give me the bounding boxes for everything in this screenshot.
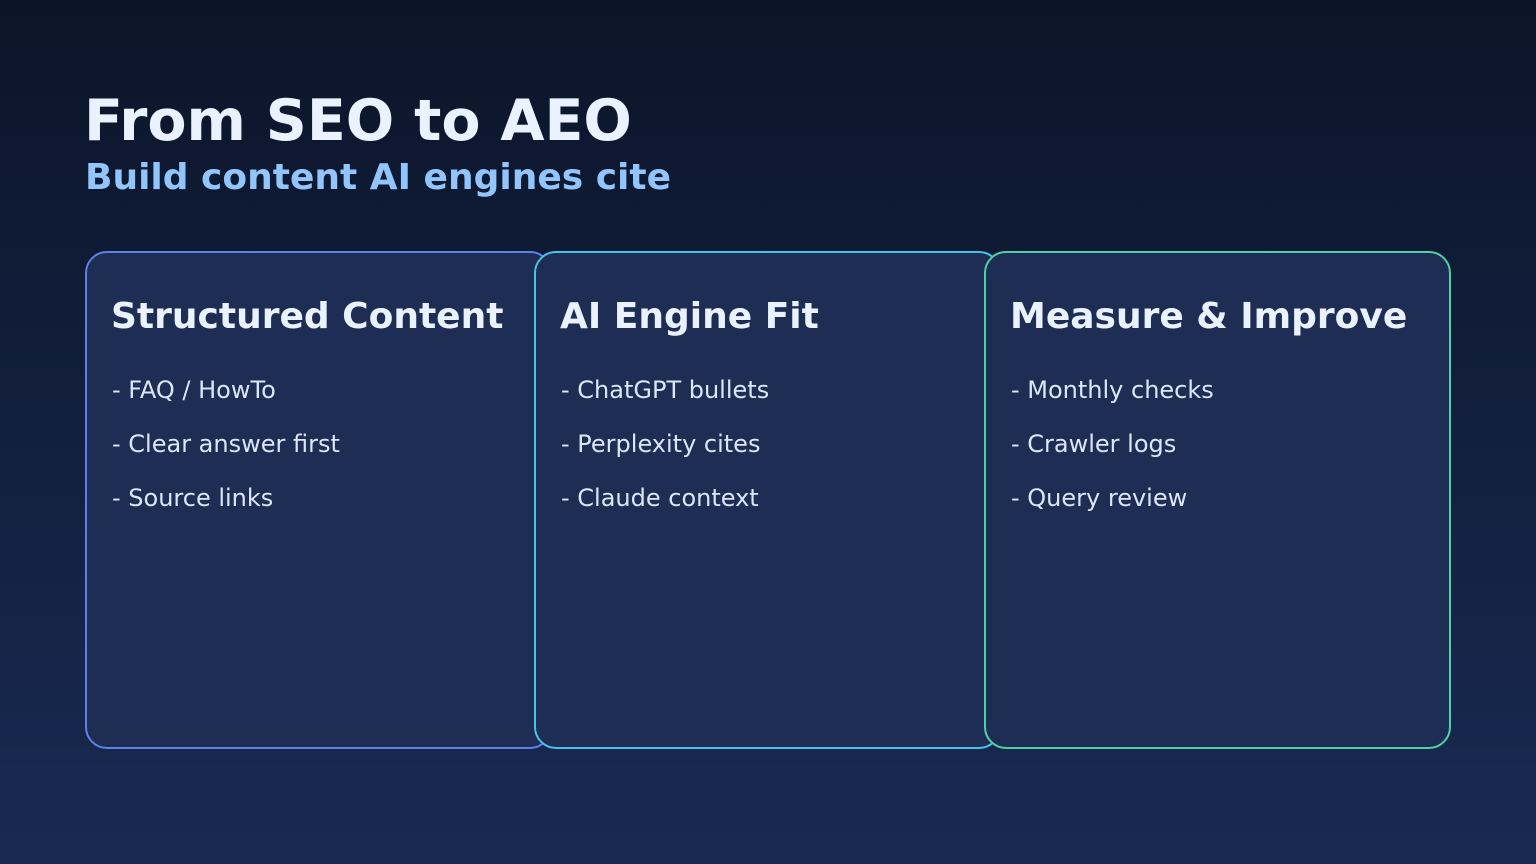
card-bullet-list: - FAQ / HowTo - Clear answer first - Sou… [112,375,340,537]
card-ai-engine-fit: AI Engine Fit - ChatGPT bullets - Perple… [534,251,1001,749]
card-measure-improve: Measure & Improve - Monthly checks - Cra… [984,251,1451,749]
card-structured-content: Structured Content - FAQ / HowTo - Clear… [85,251,552,749]
list-item: - Monthly checks [1011,376,1214,404]
list-item: - Claude context [561,484,759,512]
list-item: - Crawler logs [1011,430,1177,458]
card-bullet-list: - ChatGPT bullets - Perplexity cites - C… [561,375,769,537]
list-item: - FAQ / HowTo [112,376,276,404]
card-bullet-list: - Monthly checks - Crawler logs - Query … [1011,375,1214,537]
card-title: AI Engine Fit [560,296,819,337]
card-title: Measure & Improve [1010,296,1408,337]
slide-subtitle: Build content AI engines cite [85,157,672,198]
list-item: - Query review [1011,484,1188,512]
card-title: Structured Content [111,296,504,337]
list-item: - Perplexity cites [561,430,761,458]
slide-title: From SEO to AEO [84,88,632,154]
list-item: - Source links [112,484,274,512]
list-item: - ChatGPT bullets [561,376,770,404]
list-item: - Clear answer first [112,430,340,458]
